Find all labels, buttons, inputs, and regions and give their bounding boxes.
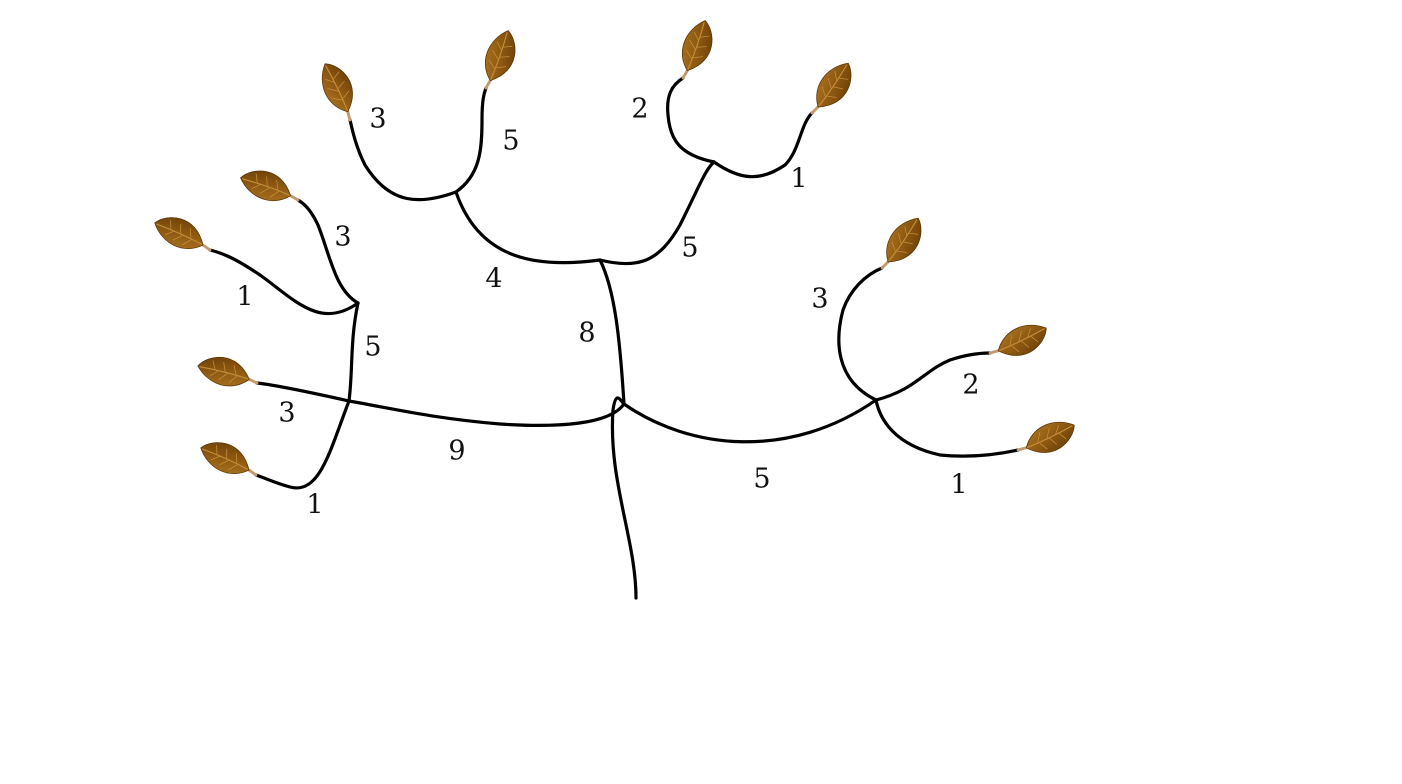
leaf-icon bbox=[984, 319, 1053, 365]
branch-left-leaf-c bbox=[255, 381, 351, 403]
leaf-icon bbox=[798, 56, 864, 122]
edge-weight-label: 5 bbox=[681, 233, 698, 264]
edge-weight-label: 1 bbox=[950, 470, 967, 501]
leaf-icon bbox=[1012, 416, 1081, 462]
leaf-icon bbox=[194, 430, 264, 491]
leaf-icon bbox=[193, 346, 263, 401]
branch-top-left-leaf-b bbox=[454, 86, 488, 194]
branch-left-fork-leaf-a bbox=[208, 248, 360, 316]
branch-top-right-leaf-a bbox=[666, 76, 716, 164]
edge-weight-label: 4 bbox=[485, 264, 502, 295]
edge-weight-labels: 9 8 5 5 1 3 3 1 4 3 5 5 2 1 3 2 1 bbox=[236, 94, 979, 521]
branch-top-left-leaf-a bbox=[348, 118, 458, 202]
leaf-icon bbox=[868, 211, 934, 277]
edge-weight-label: 2 bbox=[962, 370, 979, 401]
branch-trunk-up bbox=[598, 258, 626, 406]
leaf-icon bbox=[666, 15, 724, 85]
branch-left-fork-up bbox=[347, 301, 360, 403]
edge-weight-label: 3 bbox=[334, 222, 351, 253]
edge-weight-label: 3 bbox=[811, 284, 828, 315]
branch-top-right-leaf-b bbox=[712, 111, 814, 179]
edge-weight-label: 5 bbox=[753, 464, 770, 495]
edge-weight-label: 8 bbox=[578, 318, 595, 349]
branch-top-right bbox=[598, 160, 716, 266]
edge-weight-label: 3 bbox=[369, 104, 386, 135]
leaf-icon bbox=[469, 25, 527, 95]
edge-weight-label: 5 bbox=[502, 126, 519, 157]
edge-weight-label: 1 bbox=[236, 282, 253, 313]
edge-weight-label: 5 bbox=[364, 332, 381, 363]
edge-weight-label: 9 bbox=[448, 436, 465, 467]
branch-trunk-root bbox=[610, 396, 638, 600]
edge-weight-label: 2 bbox=[631, 94, 648, 125]
leaf-icon bbox=[316, 57, 362, 126]
leaf-icon bbox=[235, 159, 305, 217]
branch-trunk-right bbox=[622, 398, 878, 444]
branch-right-leaf-a bbox=[837, 266, 884, 402]
branch-right-leaf-c bbox=[874, 398, 1020, 458]
branch-trunk-left bbox=[347, 399, 626, 427]
branch-right-leaf-b bbox=[874, 351, 992, 402]
branch-left-fork-leaf-b bbox=[296, 198, 360, 305]
edge-weight-label: 1 bbox=[306, 490, 323, 521]
leaf-icon bbox=[148, 205, 218, 266]
branch-left-leaf-d bbox=[254, 399, 351, 490]
tree-branches bbox=[208, 76, 1020, 600]
edge-weight-label: 1 bbox=[790, 164, 807, 195]
edge-weight-label: 3 bbox=[278, 398, 295, 429]
branch-top-left bbox=[454, 190, 602, 265]
